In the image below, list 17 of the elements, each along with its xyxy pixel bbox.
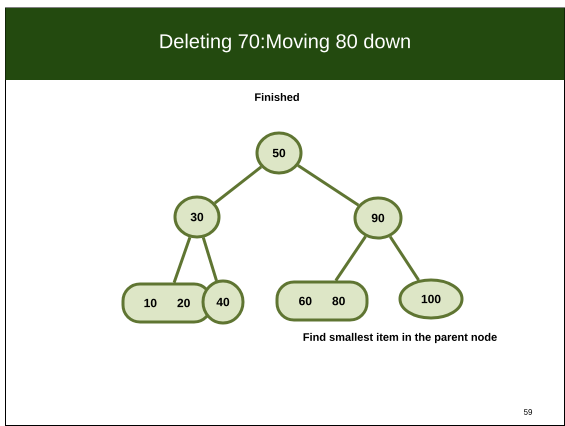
- page-number: 59: [524, 409, 532, 415]
- tree-edge: [172, 236, 192, 283]
- key-node: 30: [174, 196, 220, 238]
- note-text: Find smallest item in the parent node: [304, 332, 497, 344]
- key-node: 90: [354, 196, 402, 240]
- key-node: 100: [398, 278, 464, 320]
- tree-edge: [388, 236, 420, 281]
- status-label: Finished: [255, 92, 299, 102]
- title-bar: Deleting 70:Moving 80 down: [6, 8, 564, 80]
- multi-key-node: 60 80: [276, 280, 368, 322]
- tree-edge: [202, 237, 218, 282]
- key-node: 50: [256, 132, 302, 174]
- key-node: 40: [202, 280, 244, 324]
- tree-edge: [214, 166, 262, 204]
- tree-edge: [334, 236, 367, 282]
- multi-key-node: 10 20: [122, 282, 212, 324]
- tree-edge: [297, 164, 360, 206]
